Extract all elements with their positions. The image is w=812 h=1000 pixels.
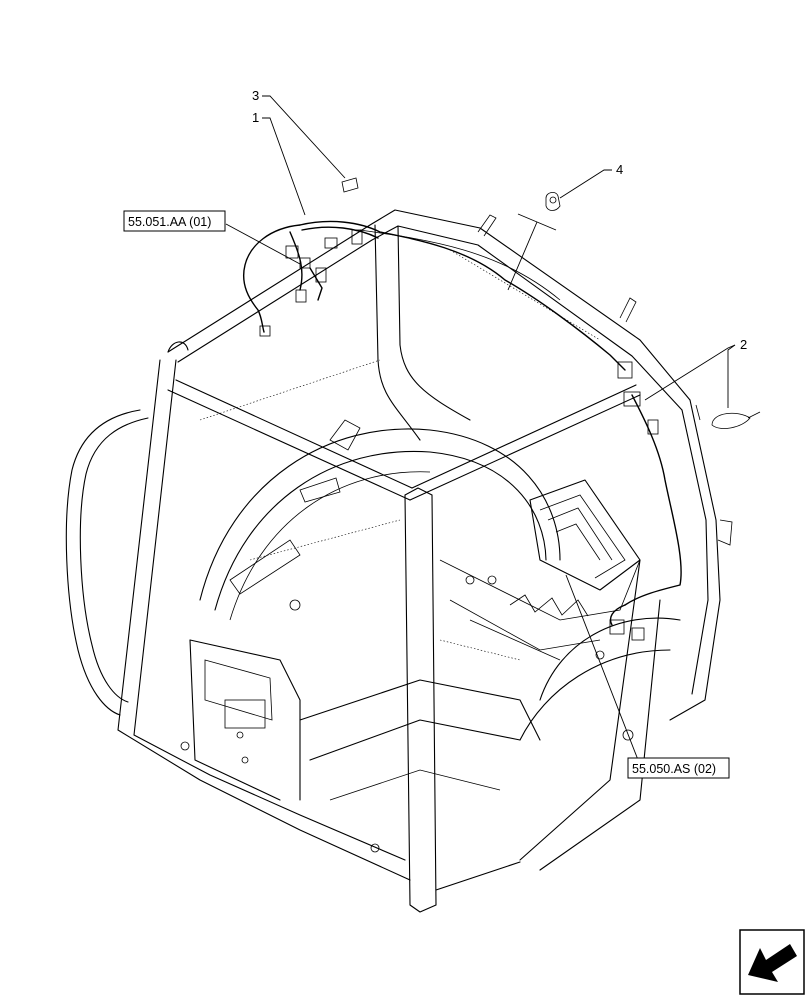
cab-frame [65,209,733,913]
callout-3: 3 [252,88,259,103]
wiring-harness [243,220,682,641]
reference-label-right: 55.050.AS (02) [632,762,716,776]
cable-tie-part-2 [711,411,761,429]
callout-1: 1 [252,110,259,125]
clip-part-3 [341,177,359,193]
reference-label-left: 55.051.AA (01) [128,215,211,229]
callout-2: 2 [740,337,747,352]
leader-lines [225,95,736,766]
grommet-part-4 [545,192,561,211]
callout-4: 4 [616,162,623,177]
view-direction-arrow-icon [739,929,805,995]
reference-box-right: 55.050.AS (02) [627,757,730,779]
reference-box-left: 55.051.AA (01) [123,210,226,232]
